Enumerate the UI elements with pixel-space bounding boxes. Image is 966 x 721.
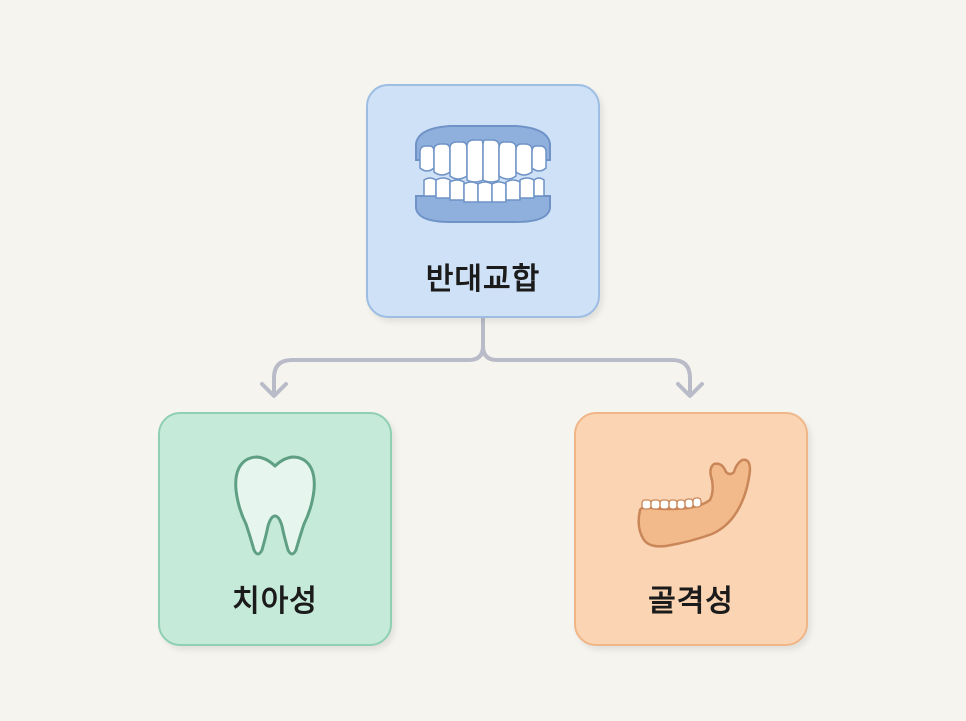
node-skeletal-label: 골격성 xyxy=(648,584,734,619)
arrowhead-right xyxy=(676,382,704,398)
tooth-icon xyxy=(160,450,390,560)
node-root: 반대교합 xyxy=(366,84,600,318)
connector-right-branch xyxy=(481,344,692,394)
node-dental: 치아성 xyxy=(158,412,392,646)
jaw-bone-icon xyxy=(576,454,806,554)
connector-stem xyxy=(272,316,485,394)
node-skeletal: 골격성 xyxy=(574,412,808,646)
teeth-occlusion-icon xyxy=(368,122,598,226)
node-root-label: 반대교합 xyxy=(425,262,541,297)
node-dental-label: 치아성 xyxy=(232,584,318,619)
arrowhead-left xyxy=(260,382,288,398)
